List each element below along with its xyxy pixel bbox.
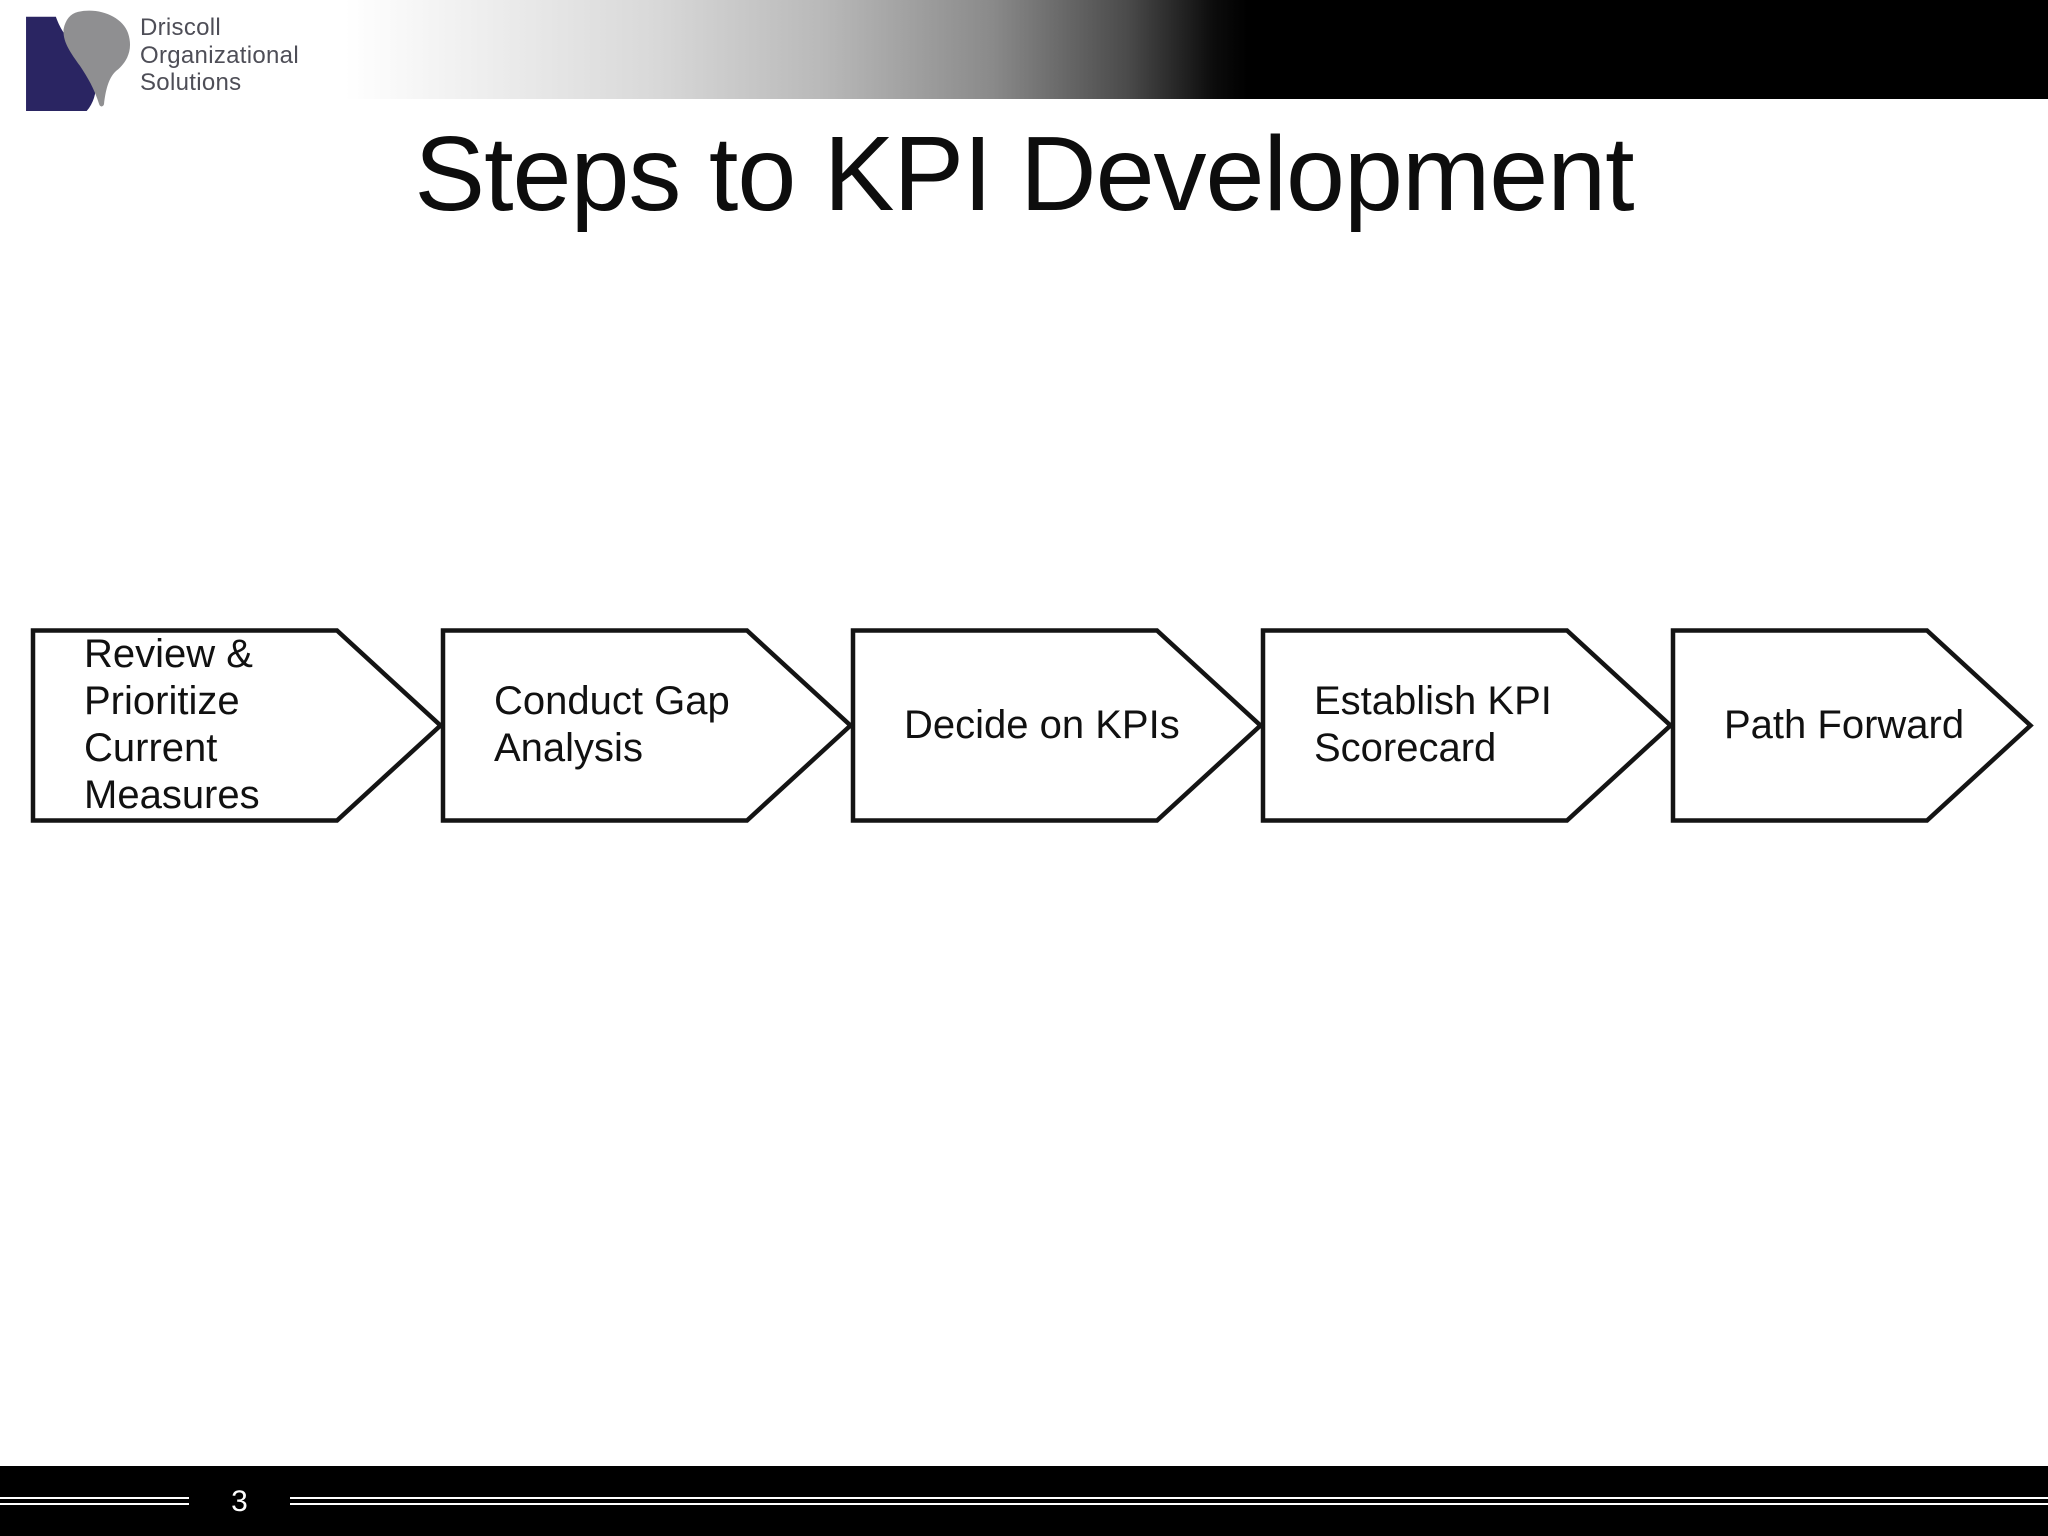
step-arrow-1 — [30, 628, 444, 823]
logo-s-gray-shape — [63, 10, 131, 107]
step-label-kpi-scorecard: Establish KPI Scorecard — [1314, 679, 1552, 770]
logo-s-icon — [26, 10, 131, 112]
step-label-path-forward: Path Forward — [1724, 702, 1965, 747]
step-arrow-1-outline — [30, 628, 444, 823]
step-label-gap-analysis: Conduct Gap Analysis — [494, 679, 730, 770]
company-logo: Driscoll Organizational Solutions — [24, 8, 354, 116]
step-arrow-5-outline — [1670, 628, 2034, 823]
step-arrow-4 — [1260, 628, 1674, 823]
page-title: Steps to KPI Development — [414, 115, 1634, 233]
page-number: 3 — [231, 1485, 248, 1518]
header-gradient-bar — [345, 0, 2048, 99]
footer-double-rule-right — [290, 1497, 2048, 1505]
logo-wordmark: Driscoll Organizational Solutions — [140, 14, 299, 96]
step-arrow-2-outline — [440, 628, 854, 823]
step-label-decide-kpis: Decide on KPIs — [904, 702, 1180, 747]
footer-bar — [0, 1466, 2048, 1536]
step-label-review-prioritize: Review & Prioritize Current Measures — [84, 632, 260, 817]
footer-double-rule-left — [0, 1497, 189, 1505]
step-arrow-3-outline — [850, 628, 1264, 823]
step-arrow-4-outline — [1260, 628, 1674, 823]
step-arrow-5 — [1670, 628, 2034, 823]
logo-s-navy-shape — [26, 16, 97, 112]
step-arrow-3 — [850, 628, 1264, 823]
step-arrow-2 — [440, 628, 854, 823]
